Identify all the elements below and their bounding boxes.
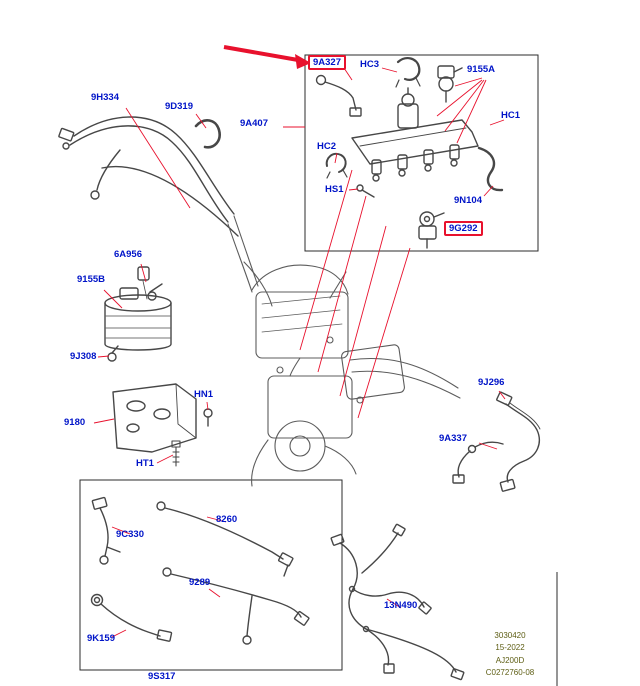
callout-13n490[interactable]: 13N490 bbox=[384, 600, 418, 611]
callout-9289[interactable]: 9289 bbox=[189, 577, 211, 588]
callout-9d319[interactable]: 9D319 bbox=[165, 101, 193, 112]
callout-hc1[interactable]: HC1 bbox=[501, 110, 521, 121]
pipe-9k159-art bbox=[90, 593, 173, 642]
fuel-pipe-9a327-art bbox=[315, 74, 362, 117]
callout-hc2[interactable]: HC2 bbox=[317, 141, 337, 152]
pointer-arrow bbox=[223, 45, 311, 69]
hose-9n104-art bbox=[477, 146, 504, 192]
regulator-9155a-art bbox=[437, 65, 463, 103]
fuel-pump-9g292-art bbox=[418, 211, 445, 249]
assembly-box-bottom bbox=[79, 479, 343, 671]
callout-9180[interactable]: 9180 bbox=[64, 417, 86, 428]
callout-9c330[interactable]: 9C330 bbox=[116, 529, 144, 540]
pipe-9c330-art bbox=[91, 496, 121, 565]
drawing-info-number: 3030420 bbox=[494, 631, 526, 640]
pipe-9289-art bbox=[162, 567, 310, 645]
callout-hc3[interactable]: HC3 bbox=[360, 59, 380, 70]
callout-hs1[interactable]: HS1 bbox=[325, 184, 344, 195]
drawing-info-block: 3030420 15-2022 AJ200D C0272760-08 bbox=[468, 630, 552, 680]
callout-9j308[interactable]: 9J308 bbox=[70, 351, 97, 362]
callout-9155a[interactable]: 9155A bbox=[467, 64, 495, 75]
drawing-info-date: 15-2022 bbox=[495, 643, 525, 653]
callout-9a337[interactable]: 9A337 bbox=[439, 433, 467, 444]
fuel-tubes-9h334-art bbox=[58, 116, 239, 237]
drawing-info-model: AJ200D bbox=[495, 655, 525, 665]
callout-9s317[interactable]: 9S317 bbox=[148, 671, 176, 682]
clamp-hc2-art bbox=[325, 152, 348, 179]
wiring-harness-13n490-art bbox=[330, 523, 465, 681]
callout-9k159[interactable]: 9K159 bbox=[87, 633, 115, 644]
callout-9h334[interactable]: 9H334 bbox=[91, 92, 119, 103]
callout-hn1[interactable]: HN1 bbox=[194, 389, 214, 400]
bolt-hs1-art bbox=[356, 184, 375, 198]
bracket-9d319-art bbox=[194, 119, 221, 149]
nut-hn1-art bbox=[203, 408, 213, 427]
fuel-rail-9a407-art bbox=[351, 87, 479, 182]
canister-9155b-art bbox=[104, 266, 172, 362]
callout-6a956[interactable]: 6A956 bbox=[114, 249, 142, 260]
hose-assembly-9a337-art bbox=[452, 391, 541, 492]
callout-9a327-highlighted[interactable]: 9A327 bbox=[308, 55, 346, 71]
callout-9n104[interactable]: 9N104 bbox=[454, 195, 482, 206]
pipe-8260-art bbox=[156, 501, 294, 577]
engine-assembly-art bbox=[227, 215, 461, 487]
drawing-info-ref: C0272760-08 bbox=[485, 668, 535, 678]
assembly-box-top bbox=[304, 54, 539, 252]
callout-9155b[interactable]: 9155B bbox=[77, 274, 105, 285]
callout-9a407[interactable]: 9A407 bbox=[240, 118, 268, 129]
shield-9180-art bbox=[112, 383, 197, 453]
callout-ht1[interactable]: HT1 bbox=[136, 458, 154, 469]
clamp-hc3-art bbox=[395, 57, 421, 88]
leader-lines bbox=[93, 67, 506, 638]
callout-9g292-highlighted[interactable]: 9G292 bbox=[444, 221, 483, 237]
callout-9j296[interactable]: 9J296 bbox=[478, 377, 505, 388]
stud-ht1-art bbox=[171, 440, 181, 467]
callout-8260[interactable]: 8260 bbox=[216, 514, 238, 525]
